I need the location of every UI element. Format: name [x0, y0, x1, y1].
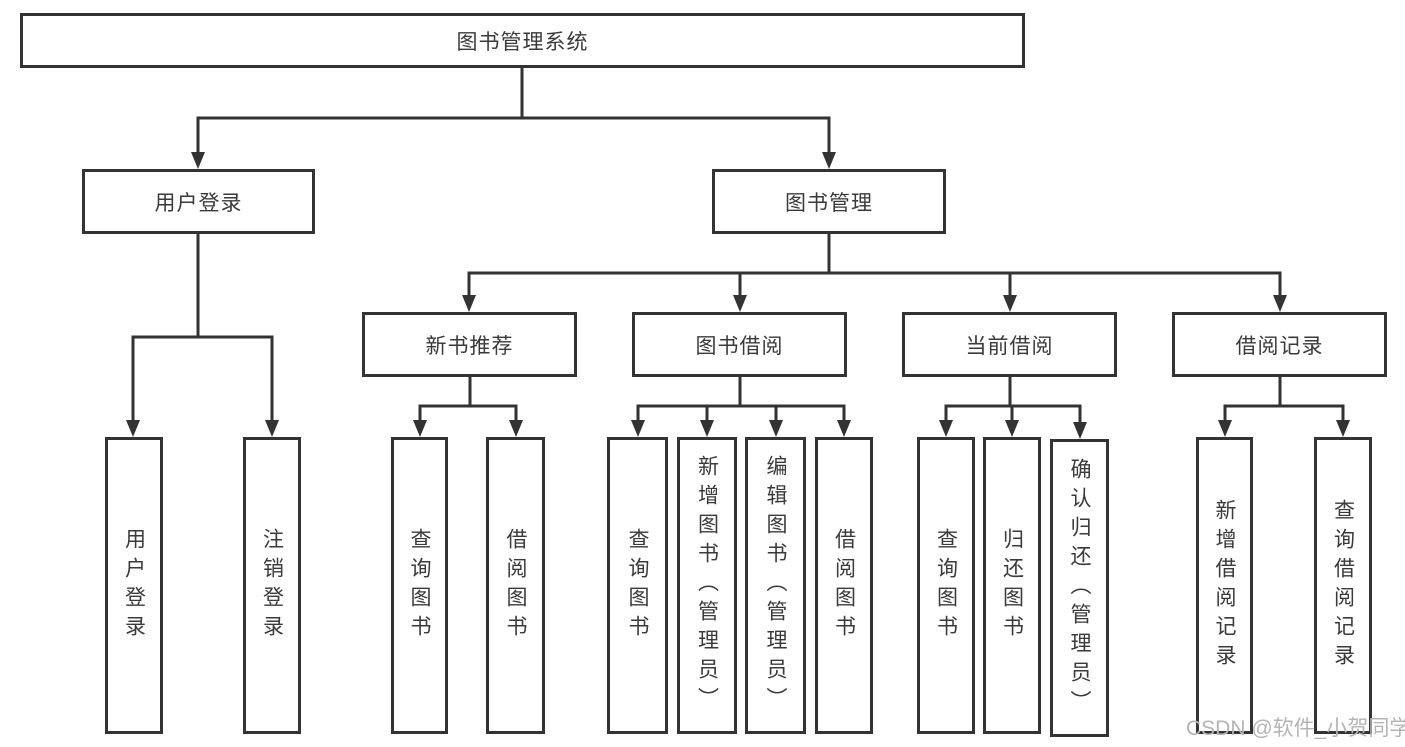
node-leaf-user-login: 用户登录 [105, 437, 163, 734]
node-user-login: 用户登录 [82, 169, 315, 234]
node-system-root: 图书管理系统 [20, 13, 1025, 68]
node-leaf-borrow-book-1: 借阅图书 [486, 437, 545, 734]
node-leaf-query-book-3: 查询图书 [917, 437, 975, 734]
node-leaf-add-borrow-record: 新增借阅记录 [1196, 437, 1253, 734]
node-leaf-logout: 注销登录 [243, 437, 301, 734]
node-borrow-records: 借阅记录 [1172, 312, 1387, 377]
node-current-borrow: 当前借阅 [902, 312, 1117, 377]
node-leaf-return-book: 归还图书 [983, 437, 1041, 734]
node-new-book-recommend: 新书推荐 [362, 312, 577, 377]
node-leaf-query-borrow-record: 查询借阅记录 [1314, 437, 1372, 734]
node-leaf-borrow-book-2: 借阅图书 [815, 437, 873, 734]
node-leaf-confirm-return-admin: 确认归还（管理员） [1050, 439, 1109, 737]
node-leaf-edit-book-admin: 编辑图书（管理员） [745, 437, 806, 734]
watermark: CSDN @软件_小贺同学 [1186, 717, 1405, 740]
node-leaf-query-book-1: 查询图书 [391, 437, 448, 734]
node-leaf-add-book-admin: 新增图书（管理员） [677, 437, 737, 734]
node-book-borrow: 图书借阅 [632, 312, 847, 377]
node-book-management: 图书管理 [712, 169, 946, 234]
node-leaf-query-book-2: 查询图书 [607, 437, 668, 734]
